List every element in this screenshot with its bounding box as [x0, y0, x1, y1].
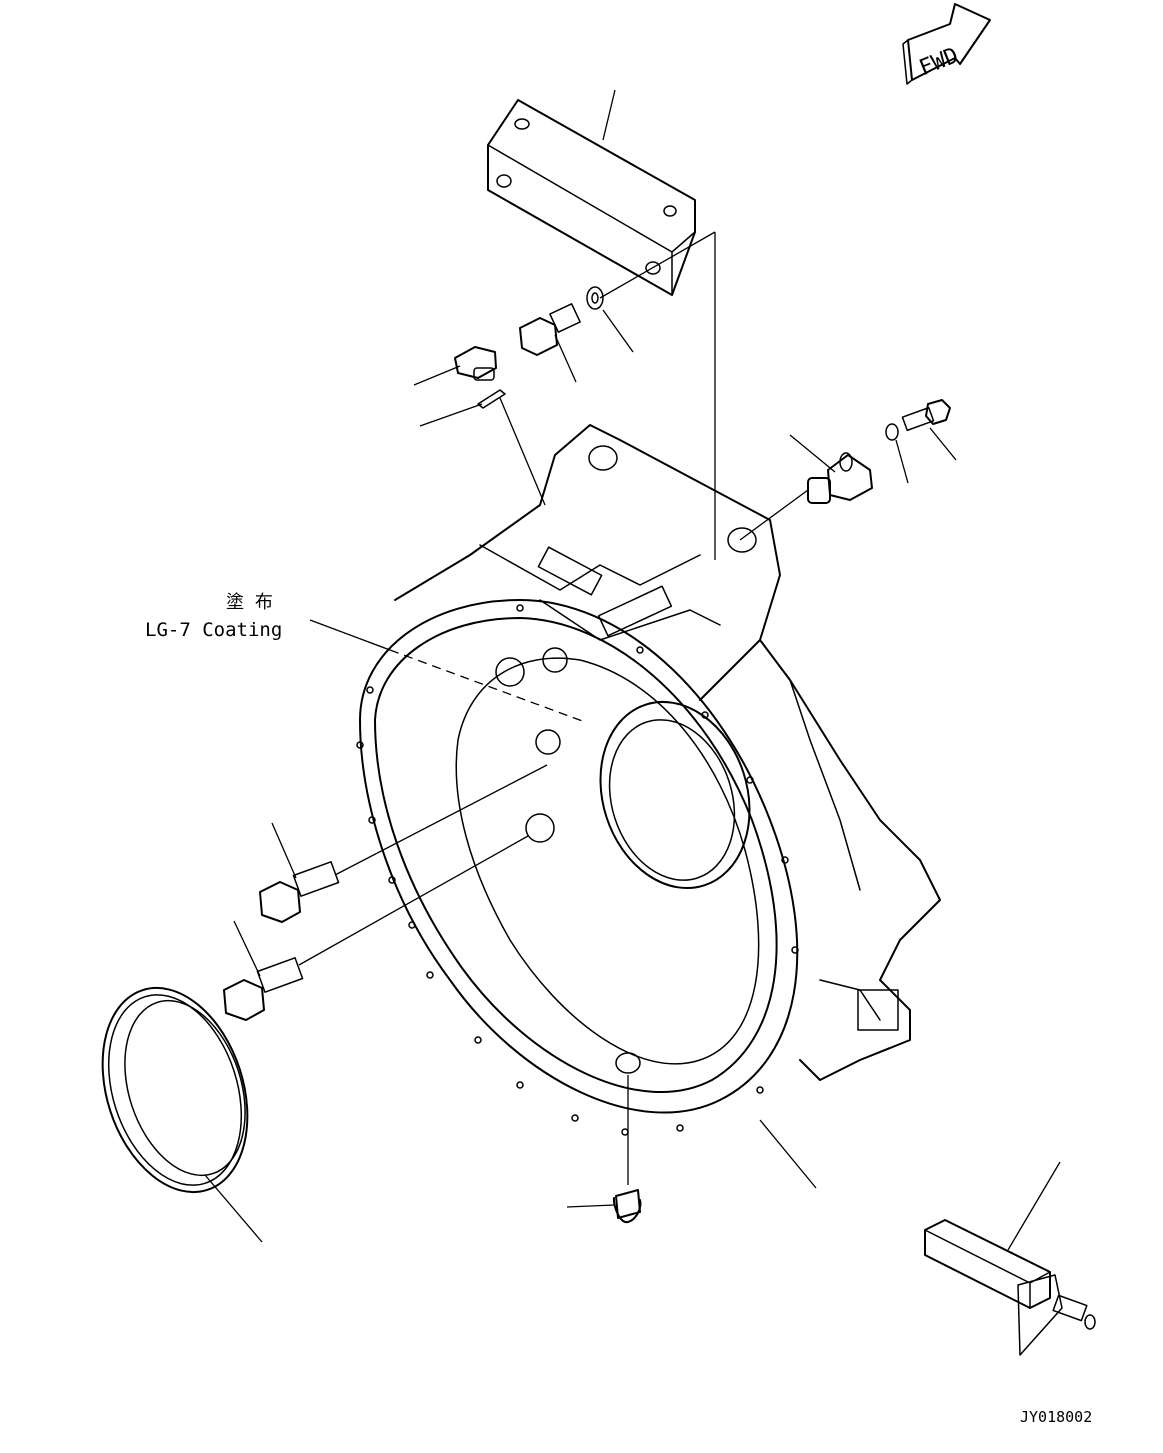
housing-icon — [356, 424, 941, 1189]
sensor-icon — [789, 434, 873, 504]
washer-icon — [586, 286, 634, 353]
tool-icon — [924, 1161, 1096, 1356]
plug-icon — [413, 346, 497, 386]
washer-icon — [885, 423, 909, 484]
bolt-icon — [519, 303, 581, 383]
coating-jp-label: 塗 布 — [226, 591, 273, 613]
bolt-icon — [259, 764, 548, 923]
coating-en-label: LG-7 Coating — [145, 619, 282, 641]
coating-callout: 塗 布 LG-7 Coating — [145, 591, 586, 723]
bolt-icon — [223, 835, 529, 1021]
o-ring-icon — [419, 389, 546, 506]
fwd-label: FWD — [916, 43, 962, 81]
drawing-id: JY018002 — [1020, 1408, 1092, 1426]
flange-holes — [356, 604, 799, 1136]
fwd-arrow-icon: FWD — [902, 3, 991, 85]
bolt-icon — [901, 399, 957, 461]
mounting-bracket-icon — [487, 89, 696, 296]
seal-ring-icon — [101, 986, 263, 1243]
plug-icon — [566, 1189, 642, 1224]
